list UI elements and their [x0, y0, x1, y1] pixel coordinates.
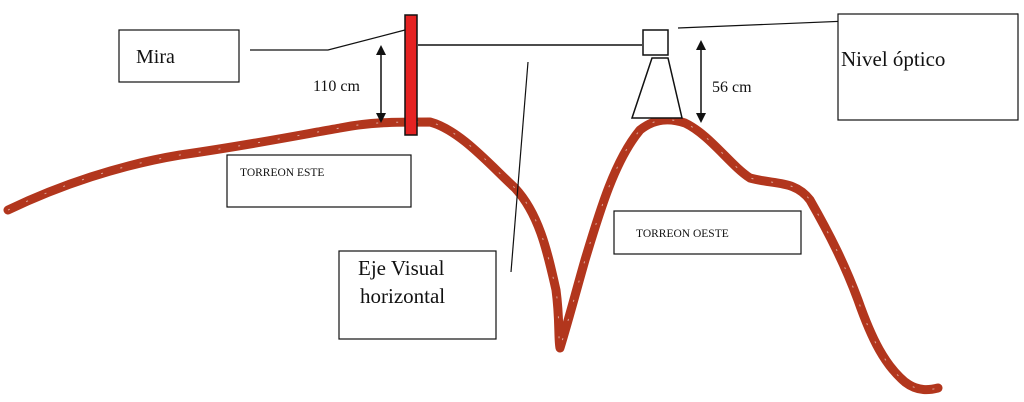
- nivel-label-box: [837, 13, 1019, 121]
- level-instrument-tripod: [630, 57, 683, 119]
- eje-leader-line: [510, 61, 529, 273]
- dist-56cm-label: 56 cm: [712, 79, 752, 96]
- mira-label-box: [118, 29, 240, 83]
- nivel-optico-label: Nivel óptico: [841, 47, 945, 71]
- mira-label: Mira: [136, 46, 175, 68]
- torreon-este-label: TORREON ESTE: [240, 167, 324, 179]
- torreon-este-box: [226, 154, 412, 208]
- eje-visual-box: [338, 250, 497, 340]
- mira-leader-line: [250, 29, 406, 51]
- eje-visual-label-line1: Eje Visual: [358, 256, 445, 280]
- level-instrument-head: [642, 29, 669, 56]
- terrain-profile: [3, 115, 943, 395]
- torreon-oeste-box: [613, 210, 802, 255]
- mira-rod: [404, 14, 418, 136]
- dist-110cm-label: 110 cm: [313, 78, 361, 95]
- eje-visual-label-line2: horizontal: [360, 284, 445, 308]
- torreon-oeste-label: TORREON OESTE: [636, 228, 729, 240]
